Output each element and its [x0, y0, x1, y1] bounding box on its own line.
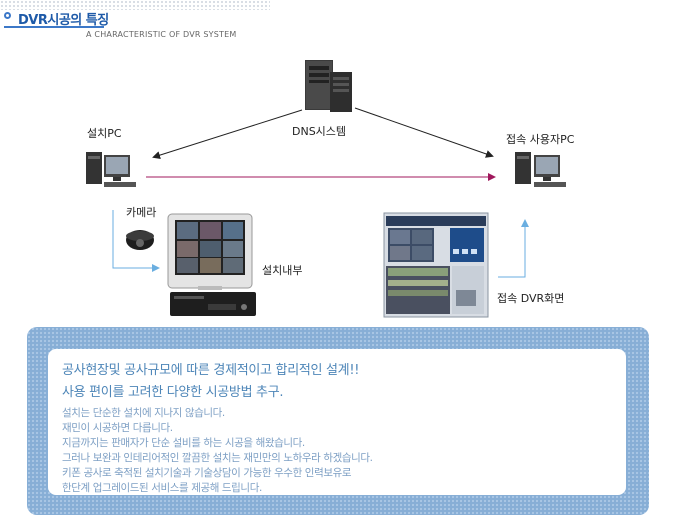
- title-underline: [4, 26, 104, 28]
- install-pc-label: 설치PC: [87, 127, 122, 140]
- info-panel-content: 공사현장및 공사규모에 따른 경제적이고 합리적인 설계!! 사용 편이를 고려…: [48, 349, 626, 495]
- remote-dvr-screen-image: [383, 212, 489, 318]
- arrow-dns-to-remote-pc: [354, 107, 494, 158]
- install-pc-icon: [86, 152, 136, 187]
- dns-system-label: DNS시스템: [292, 125, 347, 138]
- remote-pc-label: 접속 사용자PC: [506, 133, 575, 146]
- title-bullet-icon: [4, 12, 11, 19]
- body-line-2: 재민이 시공하면 다릅니다.: [62, 422, 173, 434]
- remote-pc-icon: [515, 152, 566, 187]
- body-line-3: 지금까지는 판매자가 단순 설비를 하는 시공을 해왔습니다.: [62, 437, 305, 449]
- camera-icon: [126, 230, 154, 250]
- remote-dvr-label: 접속 DVR화면: [497, 292, 565, 305]
- page-title: DVR시공의 특징: [18, 13, 109, 28]
- body-line-1: 설치는 단순한 설치에 지나지 않습니다.: [62, 407, 225, 419]
- header-dot-pattern: [0, 0, 270, 10]
- arrow-camera-to-dvr: [112, 210, 160, 272]
- headline-2: 사용 편이를 고려한 다양한 시공방법 추구.: [62, 385, 284, 400]
- install-inside-label: 설치내부: [262, 264, 303, 277]
- network-diagram: [86, 60, 566, 318]
- info-panel: 공사현장및 공사규모에 따른 경제적이고 합리적인 설계!! 사용 편이를 고려…: [27, 327, 649, 515]
- body-line-6: 한단계 업그레이드된 서비스를 제공해 드립니다.: [62, 482, 262, 494]
- arrow-remote-dvr-to-pc: [498, 219, 529, 278]
- dvr-monitor-icon: [167, 213, 253, 290]
- dns-server-icon: [305, 60, 352, 112]
- camera-label: 카메라: [126, 206, 157, 219]
- headline-1: 공사현장및 공사규모에 따른 경제적이고 합리적인 설계!!: [62, 363, 360, 378]
- body-line-5: 키폰 공사로 축적된 설치기술과 기술상담이 가능한 우수한 인력보유로: [62, 467, 352, 479]
- page-subtitle: A CHARACTERISTIC OF DVR SYSTEM: [86, 30, 237, 39]
- arrow-dns-to-install-pc: [152, 109, 303, 159]
- body-line-4: 그러나 보완과 인테리어적인 깔끔한 설치는 재민만의 노하우라 하겠습니다.: [62, 452, 373, 464]
- dvr-recorder-icon: [170, 292, 256, 316]
